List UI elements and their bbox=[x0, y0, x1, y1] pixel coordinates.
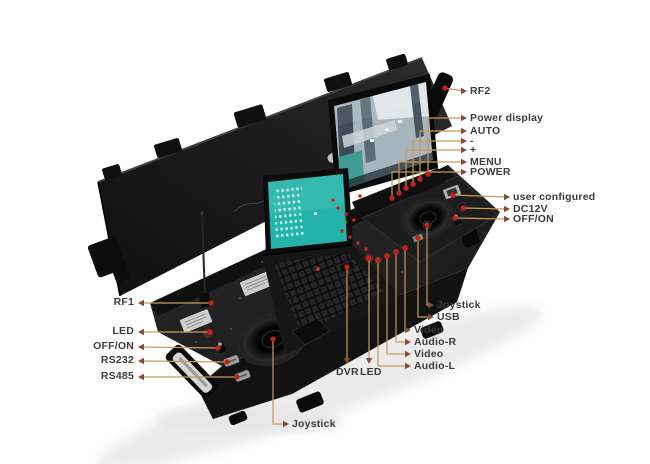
callout-label-joystick-right: Joystick bbox=[437, 299, 481, 311]
lid-monitor bbox=[328, 74, 438, 196]
laptop-keyboard bbox=[274, 253, 384, 334]
label-sticker bbox=[239, 270, 275, 296]
callout-label-led-left: LED bbox=[112, 325, 134, 337]
right-panel bbox=[361, 175, 498, 263]
case-front-face bbox=[197, 268, 468, 419]
right-joystick bbox=[401, 197, 455, 239]
callout-label-rf1: RF1 bbox=[113, 296, 134, 308]
trolley-handle-slot bbox=[165, 344, 219, 399]
touchpad bbox=[291, 317, 331, 346]
callout-label-usb: USB bbox=[437, 311, 460, 323]
callout-label-rs485: RS485 bbox=[100, 370, 134, 382]
callout-label-off-on-left: OFF/ON bbox=[93, 340, 134, 352]
label-sticker bbox=[179, 309, 213, 333]
trackpoint bbox=[316, 267, 320, 271]
callout-label-off-on-right: OFF/ON bbox=[513, 213, 554, 225]
rf1-antenna bbox=[198, 211, 212, 308]
callout-label-joystick-bottom: Joystick bbox=[292, 418, 336, 430]
callout-label-auto: AUTO bbox=[470, 125, 501, 137]
callout-label-video-2: Video bbox=[414, 348, 444, 360]
callout-label-minus: - bbox=[470, 135, 474, 147]
laptop bbox=[262, 168, 402, 355]
callout-lines bbox=[140, 87, 507, 425]
callout-label-rf2: RF2 bbox=[470, 85, 491, 97]
callout-label-audio-l: Audio-L bbox=[414, 360, 456, 372]
monitor-video-feed bbox=[334, 82, 433, 190]
lid-latches bbox=[102, 53, 408, 180]
callout-label-rs232: RS232 bbox=[100, 354, 134, 366]
lid-hinge-bracket bbox=[87, 236, 130, 284]
callout-label-audio-r: Audio-R bbox=[414, 336, 457, 348]
callout-arrowheads bbox=[138, 87, 510, 428]
callout-dots bbox=[207, 85, 466, 380]
callout-label-led-bottom: LED bbox=[360, 366, 382, 378]
indicator-leds bbox=[331, 194, 368, 251]
case-shadow bbox=[97, 306, 543, 464]
callout-label-video-1: Video bbox=[414, 324, 444, 336]
desktop-icon-grid bbox=[274, 187, 304, 241]
callout-label-user-configured: user configured bbox=[513, 191, 596, 203]
callout-label-plus: + bbox=[470, 144, 477, 156]
callout-label-dc12v: DC12V bbox=[513, 203, 548, 215]
callout-label-power: POWER bbox=[470, 166, 511, 178]
callout-label-dvr: DVR bbox=[336, 366, 359, 378]
callout-label-menu: MENU bbox=[470, 156, 502, 168]
callout-label-power-display: Power display bbox=[470, 112, 544, 124]
